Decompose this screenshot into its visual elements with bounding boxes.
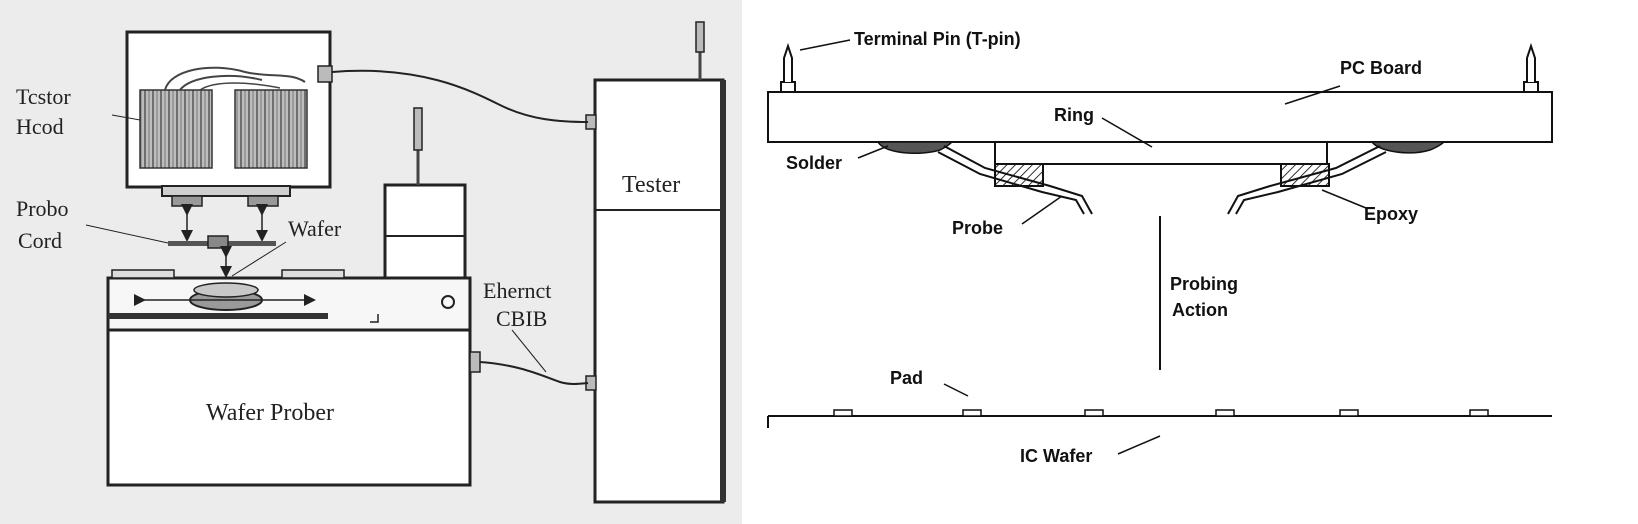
tester-head-label-line1: Tcstor <box>16 84 71 109</box>
solder-left <box>876 141 954 155</box>
head-connector <box>317 65 333 83</box>
terminal-pin-label: Terminal Pin (T-pin) <box>854 29 1021 49</box>
pad <box>1469 409 1489 417</box>
ethernet-cable <box>479 361 589 385</box>
tester-head <box>125 30 333 207</box>
pad <box>1339 409 1359 417</box>
tester-label: Tester <box>622 172 680 198</box>
head-to-tester-cable <box>331 69 589 123</box>
probe-card-label-line2: Cord <box>18 228 62 253</box>
wafer-prober-label: Wafer Prober <box>206 400 334 426</box>
pad <box>1215 409 1235 417</box>
heat-sink-left <box>139 89 213 169</box>
ring <box>994 141 1328 165</box>
probe-label: Probe <box>952 218 1003 238</box>
probe-right <box>1227 145 1387 215</box>
probe-card-label-line1: Probo <box>16 196 69 221</box>
wafer-prober <box>106 107 481 487</box>
pad <box>833 409 853 417</box>
heat-sink-right <box>234 89 308 169</box>
pad <box>962 409 982 417</box>
probe-card-cross-section: Terminal Pin (T-pin) PC Board Ring Solde… <box>767 29 1553 466</box>
terminal-pin-left <box>780 42 796 93</box>
solder-label: Solder <box>786 153 842 173</box>
ethernet-label-line1: Ehernct <box>483 278 551 303</box>
wafer-label: Wafer <box>288 216 342 241</box>
probing-action-label-line1: Probing <box>1170 274 1238 294</box>
pad-label: Pad <box>890 368 923 388</box>
pad <box>1084 409 1104 417</box>
tester-head-label-line2: Hcod <box>16 114 64 139</box>
solder-right <box>1370 141 1446 154</box>
ethernet-label-line2: CBIB <box>496 306 547 331</box>
ic-wafer-label: IC Wafer <box>1020 446 1092 466</box>
probing-action-label-line2: Action <box>1172 300 1228 320</box>
epoxy-label: Epoxy <box>1364 204 1418 224</box>
pads <box>833 409 1489 417</box>
pc-board-label: PC Board <box>1340 58 1422 78</box>
probe-left <box>937 145 1093 215</box>
test-cell-illustration: Tcstor Hcod Probo Cord Wafer Tester Eher… <box>0 0 742 524</box>
terminal-pin-right <box>1523 42 1539 93</box>
pc-board <box>767 91 1553 143</box>
epoxy-right <box>1280 163 1330 187</box>
tester-cabinet <box>585 21 726 504</box>
probe-card <box>168 204 276 278</box>
ring-label: Ring <box>1054 105 1094 125</box>
